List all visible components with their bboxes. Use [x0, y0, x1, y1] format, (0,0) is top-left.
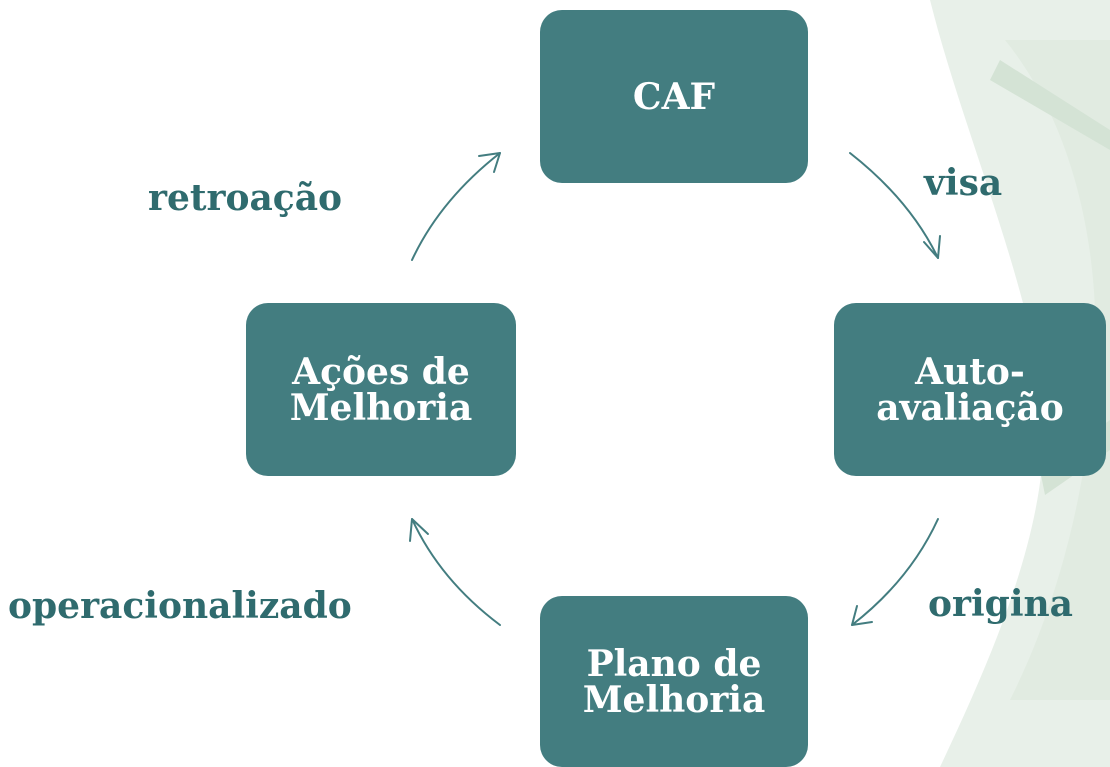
edge-label-visa: visa	[924, 162, 1003, 204]
arrow-visa	[849, 152, 939, 259]
arrowhead-retroacao	[478, 152, 501, 173]
background-leaf-shape-inner	[1005, 40, 1110, 700]
arrow-origina	[851, 518, 939, 626]
node-autoavaliacao-label: Auto- avaliação	[876, 350, 1064, 429]
arrowhead-visa	[923, 235, 941, 259]
node-autoavaliacao: Auto- avaliação	[834, 303, 1106, 476]
arrow-operacionalizado	[411, 518, 501, 626]
edge-label-operacionalizado: operacionalizado	[8, 585, 352, 627]
arrow-retroacao	[411, 152, 501, 261]
node-plano-de-melhoria: Plano de Melhoria	[540, 596, 808, 767]
arrowhead-origina	[851, 605, 873, 626]
node-plano-de-melhoria-label: Plano de Melhoria	[582, 642, 766, 721]
node-caf: CAF	[540, 10, 808, 183]
node-acoes-de-melhoria-label: Ações de Melhoria	[289, 350, 473, 429]
edge-label-retroacao: retroação	[148, 177, 343, 219]
node-caf-label: CAF	[632, 75, 716, 118]
node-acoes-de-melhoria: Ações de Melhoria	[246, 303, 516, 476]
arrowhead-operacionalizado	[409, 518, 429, 542]
background-leaf-vein	[990, 60, 1110, 150]
edge-label-origina: origina	[928, 583, 1074, 625]
